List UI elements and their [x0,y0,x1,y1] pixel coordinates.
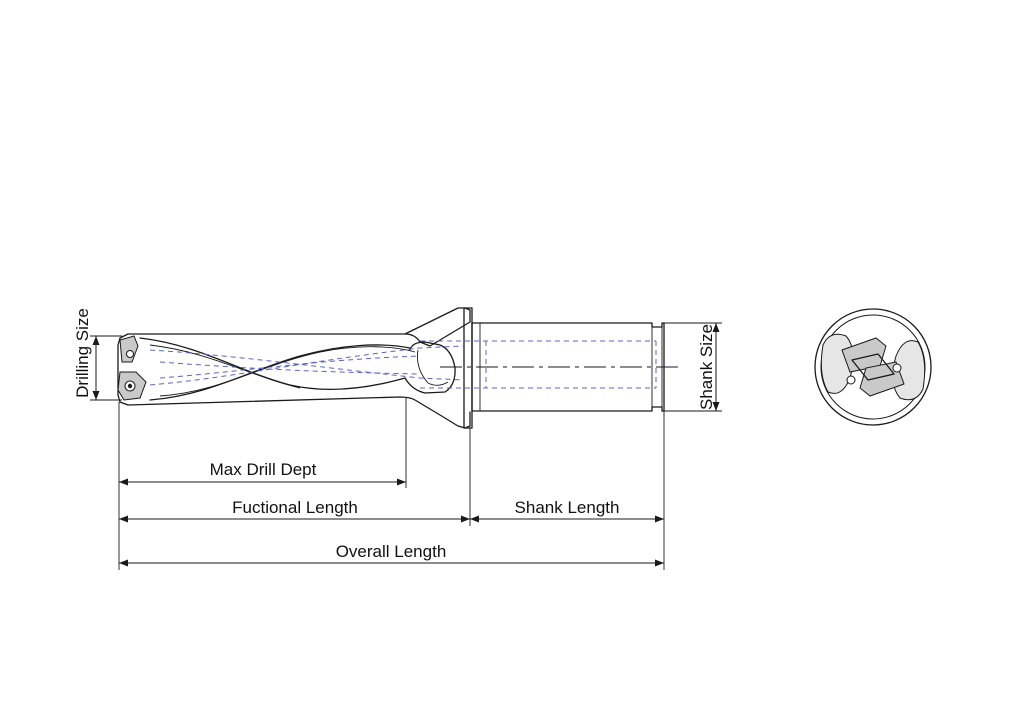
flute-mid [159,346,416,397]
flute-mid-2 [149,344,301,389]
max-drill-depth-label: Max Drill Dept [210,460,317,479]
drill-collar [463,307,473,429]
flute-runout [404,341,456,394]
dimension-overall-length: Overall Length [119,542,664,567]
end-view-web [851,353,895,381]
dimension-shank-size: Shank Size [664,322,722,412]
functional-length-label: Fuctional Length [232,498,358,517]
drilling-size-label: Drilling Size [73,308,92,398]
dimension-max-drill-depth: Max Drill Dept [119,460,406,486]
end-view-insert-pocket-upper [841,337,887,373]
flute-runout-inner [417,349,449,386]
insert-upper [119,335,139,363]
flute-lower [149,344,411,401]
end-view-coolant-hole-left [846,375,856,385]
dimension-shank-length: Shank Length [470,498,664,523]
insert-lower [117,371,147,401]
coolant-line-3 [159,361,421,375]
coolant-line-2 [149,345,465,386]
shank-length-label: Shank Length [515,498,620,517]
coolant-line-4 [159,355,421,379]
dimension-drilling-size: Drilling Size [73,308,122,401]
drill-side-view [117,307,680,429]
end-view-coolant-hole-right [892,363,902,373]
drill-body-lower-edge [119,396,471,429]
drill-tip-face [117,337,121,403]
drill-body-outline [119,307,471,347]
coolant-line-1 [149,349,465,381]
shank-size-label: Shank Size [697,324,716,410]
overall-length-label: Overall Length [336,542,447,561]
dimension-functional-length: Fuctional Length [119,498,470,523]
drill-end-view [814,308,932,426]
